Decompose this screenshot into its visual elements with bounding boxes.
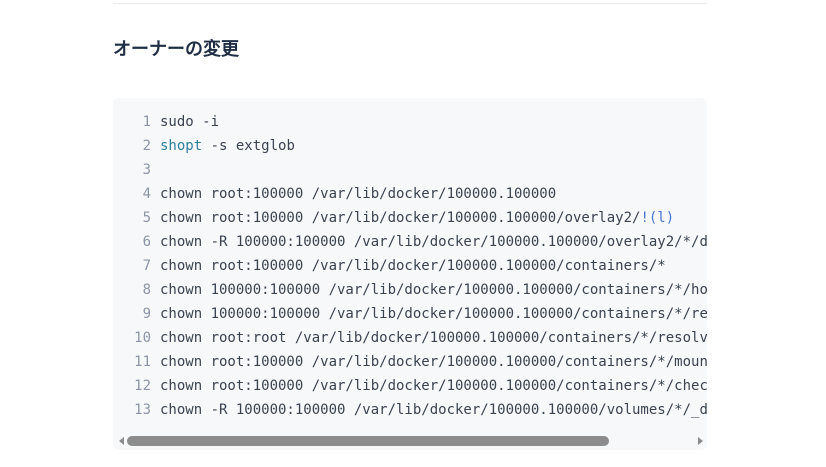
- code-token-plain: chown -R 100000:100000 /var/lib/docker/1…: [160, 402, 707, 418]
- scroll-left-arrow-icon[interactable]: [119, 437, 124, 445]
- code-text: chown root:100000 /var/lib/docker/100000…: [160, 254, 666, 278]
- code-token-plain: sudo -i: [160, 114, 220, 130]
- code-line: 2 shopt -s extglob: [113, 134, 707, 158]
- code-line: 12 chown root:100000 /var/lib/docker/1000…: [113, 374, 707, 398]
- code-text: chown root:100000 /var/lib/docker/100000…: [160, 350, 707, 374]
- code-text: chown -R 100000:100000 /var/lib/docker/1…: [160, 398, 707, 422]
- code-text: chown root:100000 /var/lib/docker/100000…: [160, 206, 674, 230]
- code-token-plain: chown root:100000 /var/lib/docker/100000…: [160, 258, 666, 274]
- code-text: chown root:root /var/lib/docker/100000.1…: [160, 326, 707, 350]
- code-token-pattern: !(l): [640, 210, 675, 226]
- code-token-plain: -s extglob: [202, 138, 295, 154]
- line-number: 2: [142, 138, 151, 154]
- code-token-plain: chown 100000:100000 /var/lib/docker/1000…: [160, 306, 707, 322]
- code-token-plain: chown root:root /var/lib/docker/100000.1…: [160, 330, 707, 346]
- code-text: sudo -i: [160, 110, 219, 134]
- line-number: 10: [134, 330, 151, 346]
- code-lines: 1 sudo -i 2 shopt -s extglob 3 4 chown root:10…: [113, 98, 707, 422]
- code-token-plain: chown root:100000 /var/lib/docker/100000…: [160, 186, 557, 202]
- code-line: 4 chown root:100000 /var/lib/docker/10000…: [113, 182, 707, 206]
- code-text: chown 100000:100000 /var/lib/docker/1000…: [160, 302, 707, 326]
- code-token-plain: chown root:100000 /var/lib/docker/100000…: [160, 354, 707, 370]
- code-block: 1 sudo -i 2 shopt -s extglob 3 4 chown root:10…: [113, 98, 707, 450]
- line-number: 4: [142, 186, 151, 202]
- line-number: 12: [134, 378, 151, 394]
- code-line: 9 chown 100000:100000 /var/lib/docker/100…: [113, 302, 707, 326]
- article-section: オーナーの変更 1 sudo -i 2 shopt -s extglob 3 4 chown…: [113, 0, 707, 467]
- code-line: 5 chown root:100000 /var/lib/docker/10000…: [113, 206, 707, 230]
- code-token-plain: chown root:100000 /var/lib/docker/100000…: [160, 378, 707, 394]
- code-token-plain: chown root:100000 /var/lib/docker/100000…: [160, 210, 641, 226]
- scroll-right-arrow-icon[interactable]: [698, 437, 703, 445]
- code-line: 7 chown root:100000 /var/lib/docker/10000…: [113, 254, 707, 278]
- line-number: 1: [142, 114, 151, 130]
- code-token-plain: chown -R 100000:100000 /var/lib/docker/1…: [160, 234, 707, 250]
- section-heading: オーナーの変更: [113, 39, 239, 59]
- line-number: 3: [142, 162, 151, 178]
- code-line: 1 sudo -i: [113, 110, 707, 134]
- line-number: 7: [142, 258, 151, 274]
- code-line: 10 chown root:root /var/lib/docker/100000…: [113, 326, 707, 350]
- code-text: chown 100000:100000 /var/lib/docker/1000…: [160, 278, 707, 302]
- code-line: 6 chown -R 100000:100000 /var/lib/docker/…: [113, 230, 707, 254]
- line-number: 5: [142, 210, 151, 226]
- line-number: 11: [134, 354, 151, 370]
- scroll-thumb[interactable]: [127, 436, 609, 446]
- section-divider: [113, 3, 707, 4]
- code-text: shopt -s extglob: [160, 134, 295, 158]
- line-number: 13: [134, 402, 151, 418]
- code-text: chown root:100000 /var/lib/docker/100000…: [160, 374, 707, 398]
- code-line: 8 chown 100000:100000 /var/lib/docker/100…: [113, 278, 707, 302]
- code-text: chown root:100000 /var/lib/docker/100000…: [160, 182, 556, 206]
- horizontal-scrollbar[interactable]: [113, 436, 707, 446]
- line-number: 6: [142, 234, 151, 250]
- code-line: 11 chown root:100000 /var/lib/docker/1000…: [113, 350, 707, 374]
- line-number: 8: [142, 282, 151, 298]
- code-token-plain: chown 100000:100000 /var/lib/docker/1000…: [160, 282, 707, 298]
- code-line: 13 chown -R 100000:100000 /var/lib/docker…: [113, 398, 707, 422]
- code-token-builtin: shopt: [160, 138, 203, 154]
- code-line: 3: [113, 158, 707, 182]
- code-text: chown -R 100000:100000 /var/lib/docker/1…: [160, 230, 707, 254]
- line-number: 9: [142, 306, 151, 322]
